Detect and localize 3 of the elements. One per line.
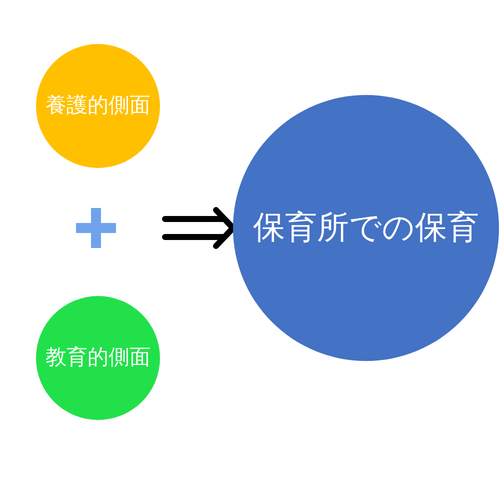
node-label: 保育所での保育: [253, 210, 479, 246]
node-label: 養護的側面: [46, 94, 150, 118]
node-label: 教育的側面: [46, 346, 150, 370]
